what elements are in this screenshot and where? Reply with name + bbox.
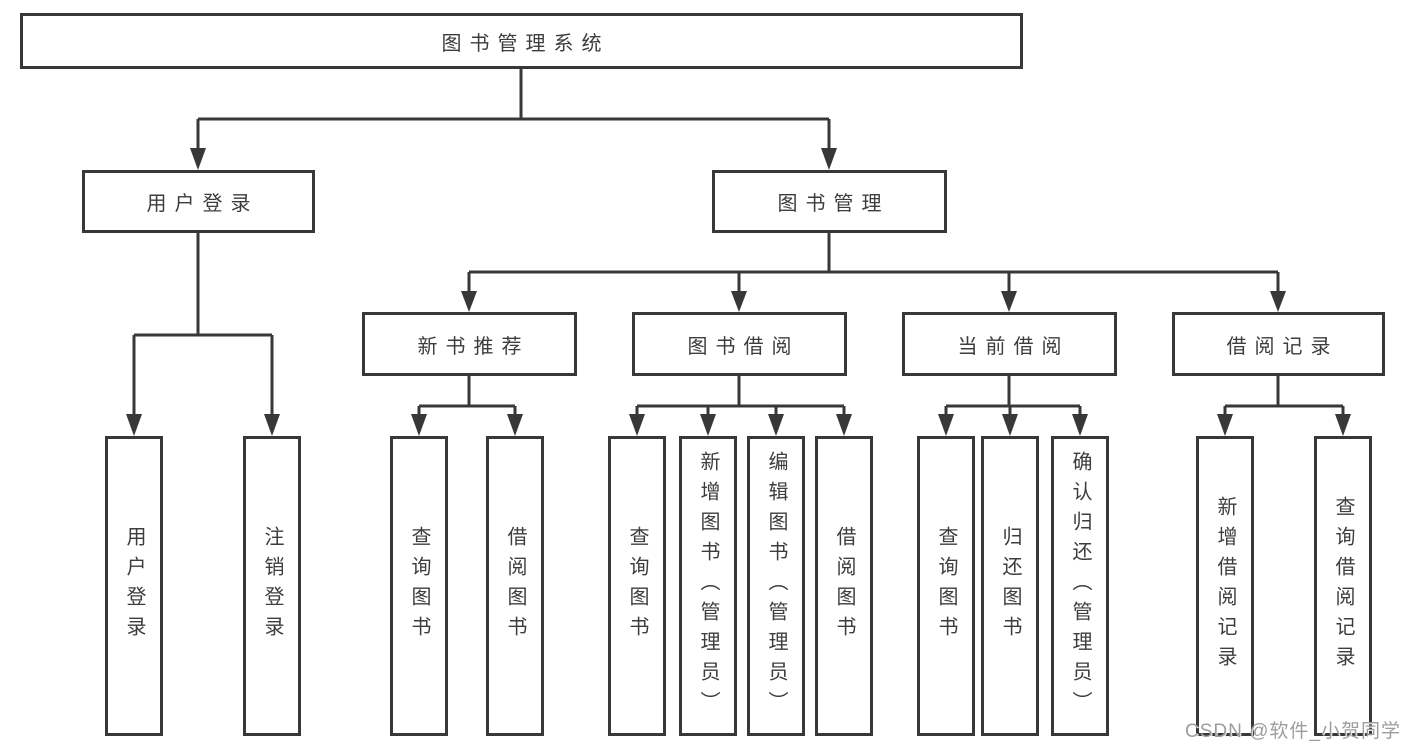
node-current-borrow: 当前借阅 <box>902 312 1117 376</box>
leaf-borrow-book: 借阅图书 <box>486 436 544 736</box>
leaf-confirm-return-admin: 确认归还（管理员） <box>1051 436 1109 736</box>
leaf-return-book: 归还图书 <box>981 436 1039 736</box>
leaf-query-book: 查询图书 <box>917 436 975 736</box>
leaf-add-book-admin: 新增图书（管理员） <box>679 436 737 736</box>
node-new-book-recommend: 新书推荐 <box>362 312 577 376</box>
node-root: 图书管理系统 <box>20 13 1023 69</box>
node-book-borrow: 图书借阅 <box>632 312 847 376</box>
leaf-user-login: 用户登录 <box>105 436 163 736</box>
leaf-borrow-book: 借阅图书 <box>815 436 873 736</box>
node-book-management: 图书管理 <box>712 170 947 233</box>
leaf-edit-book-admin: 编辑图书（管理员） <box>747 436 805 736</box>
watermark: CSDN @软件_小贺同学 <box>1185 721 1401 742</box>
arrowheads <box>126 148 1351 436</box>
node-user-login: 用户登录 <box>82 170 315 233</box>
leaf-query-borrow-record: 查询借阅记录 <box>1314 436 1372 736</box>
leaf-query-book: 查询图书 <box>390 436 448 736</box>
leaf-logout: 注销登录 <box>243 436 301 736</box>
node-borrow-records: 借阅记录 <box>1172 312 1385 376</box>
leaf-add-borrow-record: 新增借阅记录 <box>1196 436 1254 736</box>
leaf-query-book: 查询图书 <box>608 436 666 736</box>
